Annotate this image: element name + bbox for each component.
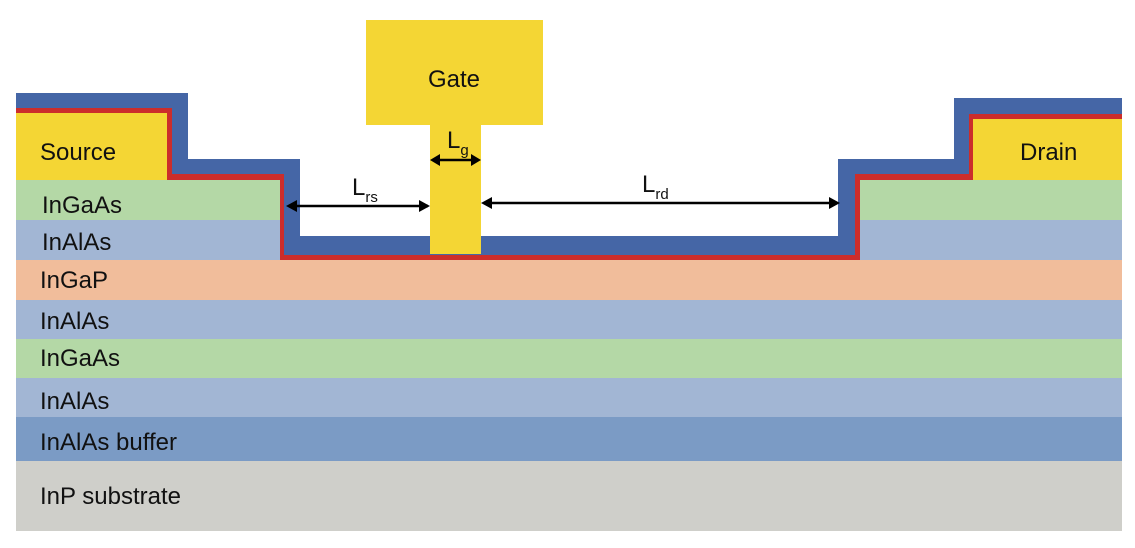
lrs-arrowhead-right bbox=[419, 200, 430, 212]
gate-stem bbox=[430, 125, 481, 254]
source-label: Source bbox=[40, 139, 116, 166]
passivation-outer-layer bbox=[16, 93, 1122, 255]
source-contact bbox=[16, 113, 167, 180]
layer-inalas-cap-right bbox=[856, 220, 1122, 260]
layer-inalas-buffer bbox=[16, 417, 1122, 461]
lrd-label: Lrd bbox=[642, 171, 669, 203]
lg-arrowhead-left bbox=[430, 154, 440, 166]
layer-label-inalas-cap: InAlAs bbox=[42, 229, 111, 256]
layer-label-inp-substrate: InP substrate bbox=[40, 483, 181, 510]
drain-contact bbox=[973, 119, 1122, 180]
layer-inalas-barrier bbox=[16, 300, 1122, 339]
layer-inp-substrate bbox=[16, 461, 1122, 531]
layer-inalas-lower bbox=[16, 378, 1122, 417]
lrs-arrowhead-left bbox=[286, 200, 297, 212]
gate-head bbox=[366, 20, 543, 125]
layer-label-ingaas-cap: InGaAs bbox=[42, 192, 122, 219]
gate-label: Gate bbox=[428, 66, 480, 93]
dimension-arrows bbox=[286, 154, 840, 212]
lrd-arrowhead-left bbox=[481, 197, 492, 209]
layer-label-ingaas-channel: InGaAs bbox=[40, 345, 120, 372]
layer-label-inalas-barrier: InAlAs bbox=[40, 308, 109, 335]
layer-label-inalas-lower: InAlAs bbox=[40, 388, 109, 415]
layer-ingaas-channel bbox=[16, 339, 1122, 378]
layer-ingaas-cap-right bbox=[856, 180, 1122, 220]
layer-label-inalas-buffer: InAlAs buffer bbox=[40, 429, 177, 456]
drain-label: Drain bbox=[1020, 139, 1077, 166]
lg-arrowhead-right bbox=[471, 154, 481, 166]
lrd-arrowhead-right bbox=[829, 197, 840, 209]
layer-ingap bbox=[16, 260, 1122, 300]
layer-ingaas-cap-left bbox=[16, 180, 280, 220]
layer-label-ingap: InGaP bbox=[40, 267, 108, 294]
lrs-label: Lrs bbox=[352, 174, 378, 206]
layer-inalas-cap-left bbox=[16, 220, 280, 260]
lg-label: Lg bbox=[447, 127, 469, 159]
